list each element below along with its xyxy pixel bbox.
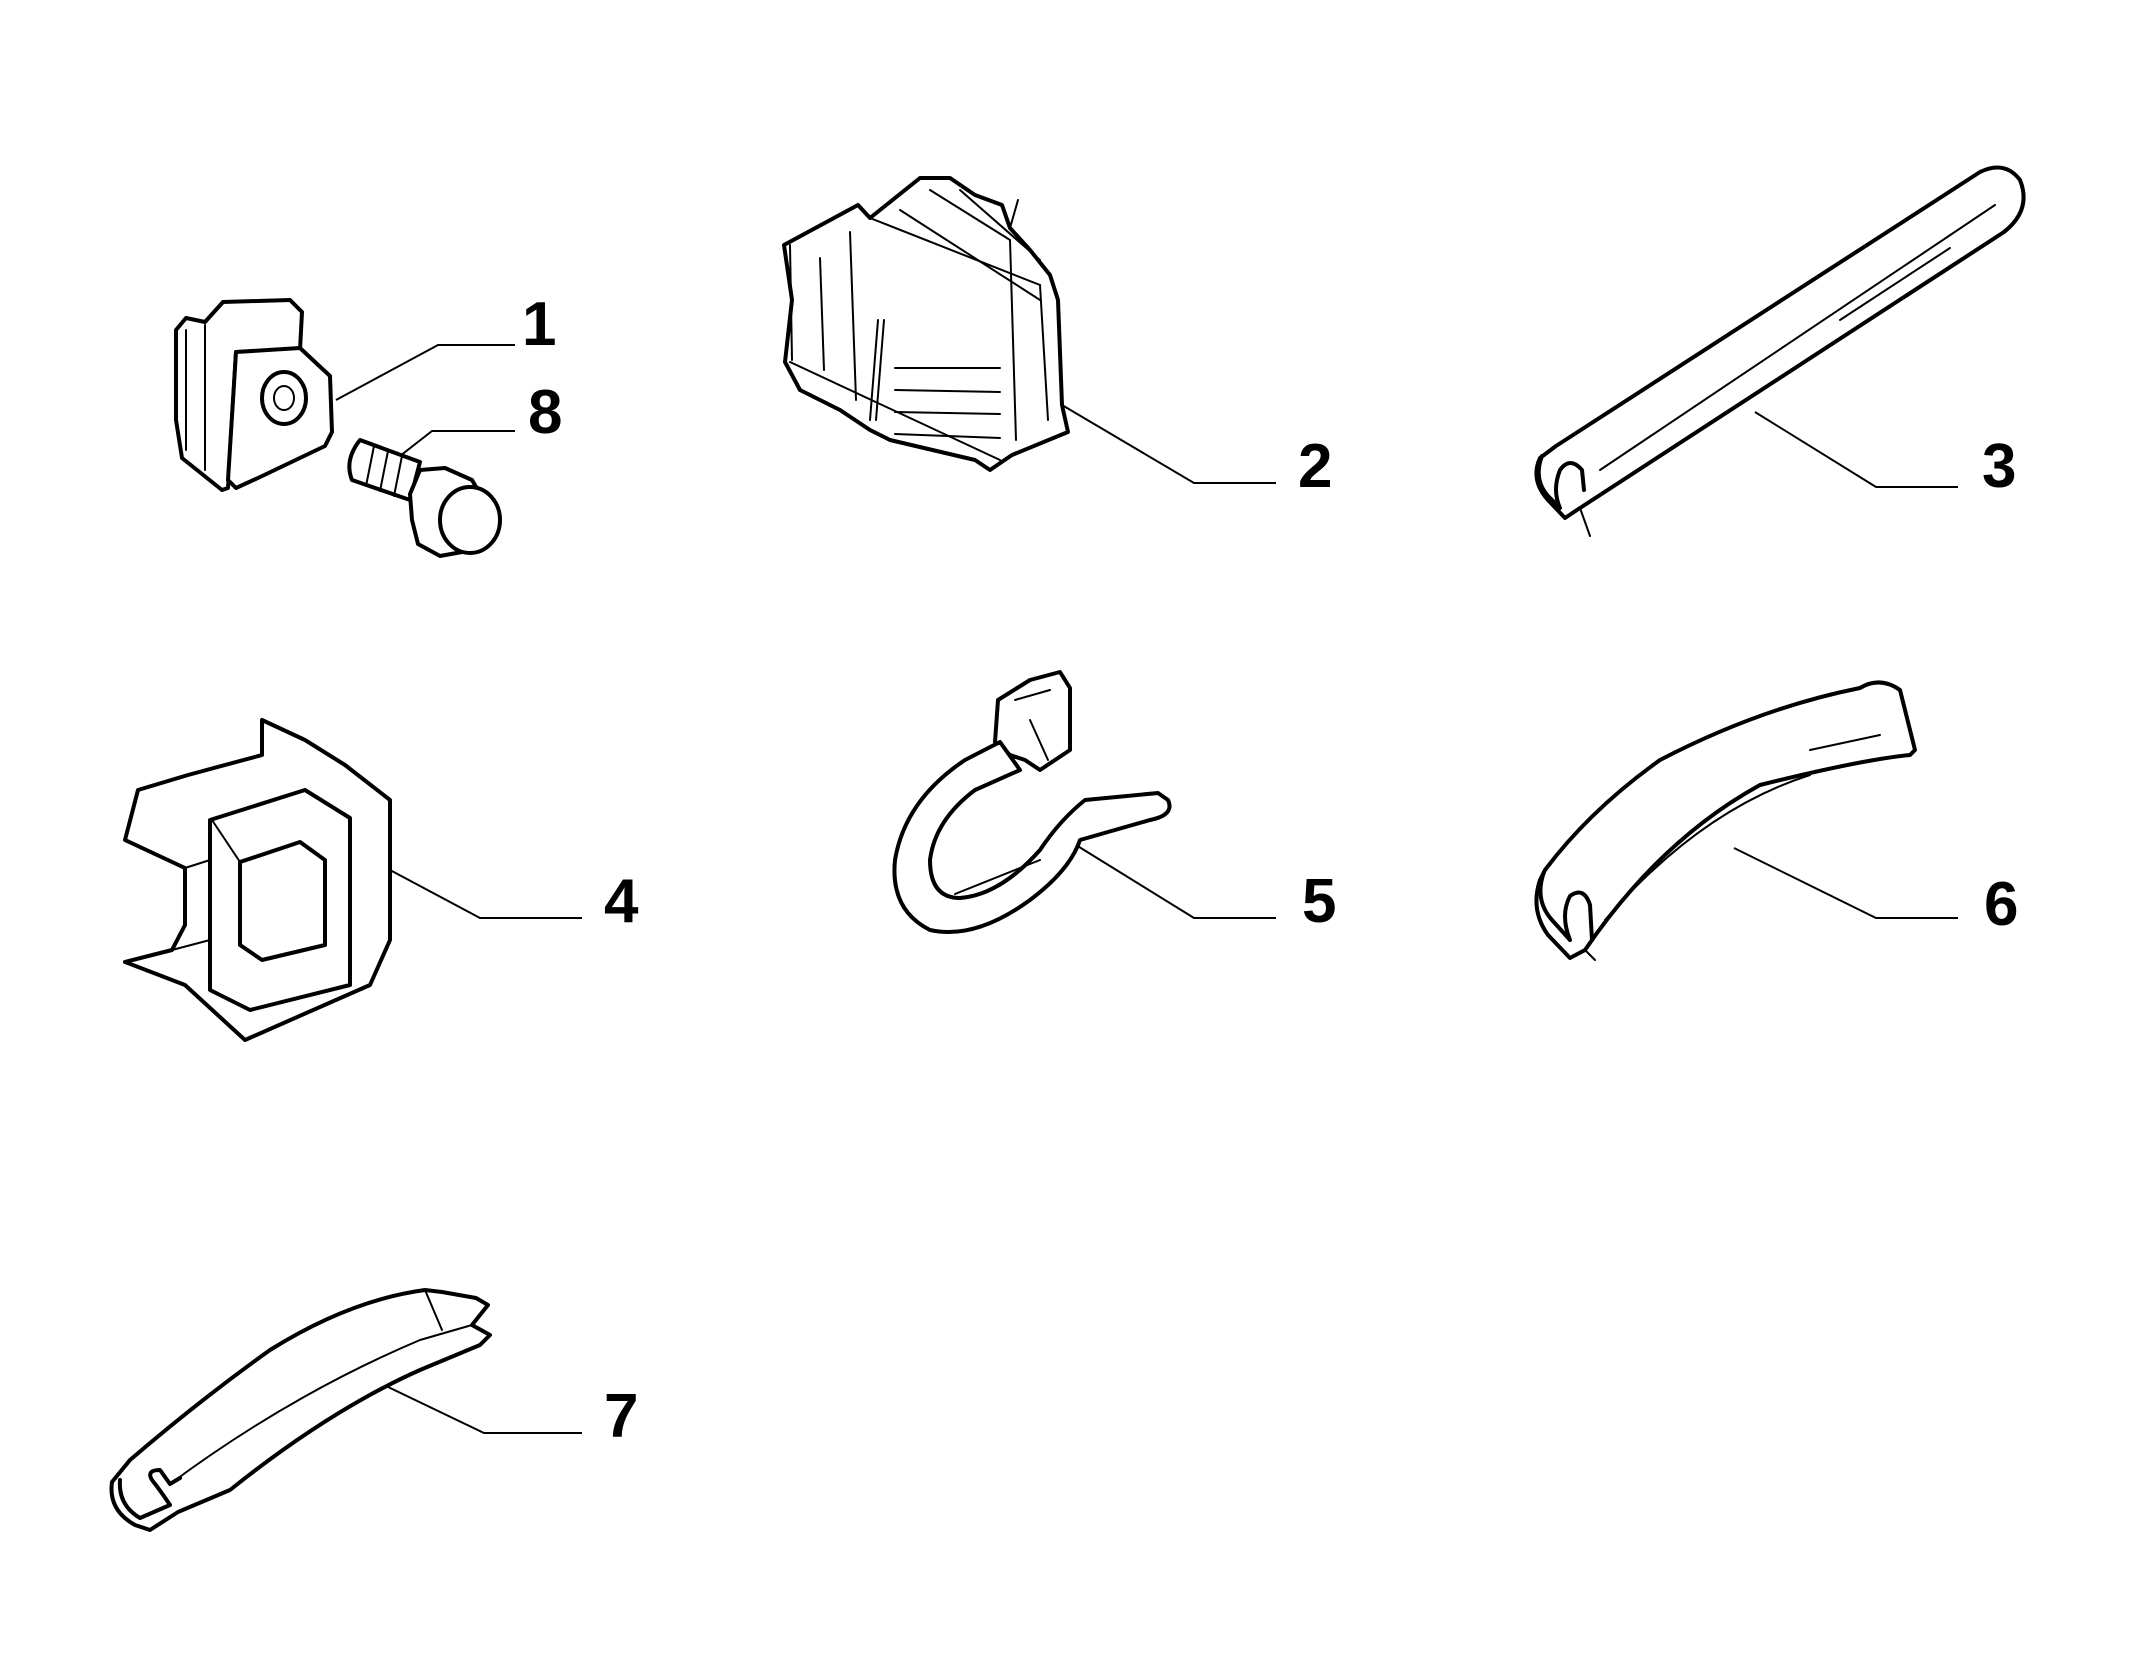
leader-2: [1061, 404, 1276, 484]
leader-7: [385, 1385, 582, 1434]
callout-1: 1: [522, 290, 556, 359]
part-3-edge-trim-straight: [1534, 165, 2026, 537]
part-4-grommet: [123, 718, 392, 1042]
part-8-bolt: [347, 438, 502, 558]
callout-8: 8: [528, 378, 562, 447]
part-2-connector-block: [782, 176, 1070, 472]
part-6-edge-trim-curved: [1534, 680, 1917, 961]
leader-1: [335, 344, 515, 401]
callout-labels: 1 8 2 3 4 5 6 7: [522, 290, 2018, 1451]
part-7-seal-profile: [109, 1288, 492, 1532]
callout-3: 3: [1982, 432, 2016, 501]
leader-3: [1754, 411, 1958, 488]
leader-6: [1733, 847, 1958, 919]
callout-6: 6: [1984, 870, 2018, 939]
leader-4: [389, 869, 582, 919]
part-5-cable-tie: [892, 670, 1172, 934]
callout-4: 4: [604, 867, 639, 936]
leader-8: [399, 430, 515, 457]
callout-7: 7: [604, 1382, 638, 1451]
leader-5: [1075, 844, 1276, 919]
callout-5: 5: [1302, 867, 1336, 936]
part-1-clip-nut: [174, 298, 334, 492]
leader-lines: [335, 344, 1958, 1434]
callout-2: 2: [1298, 432, 1332, 501]
